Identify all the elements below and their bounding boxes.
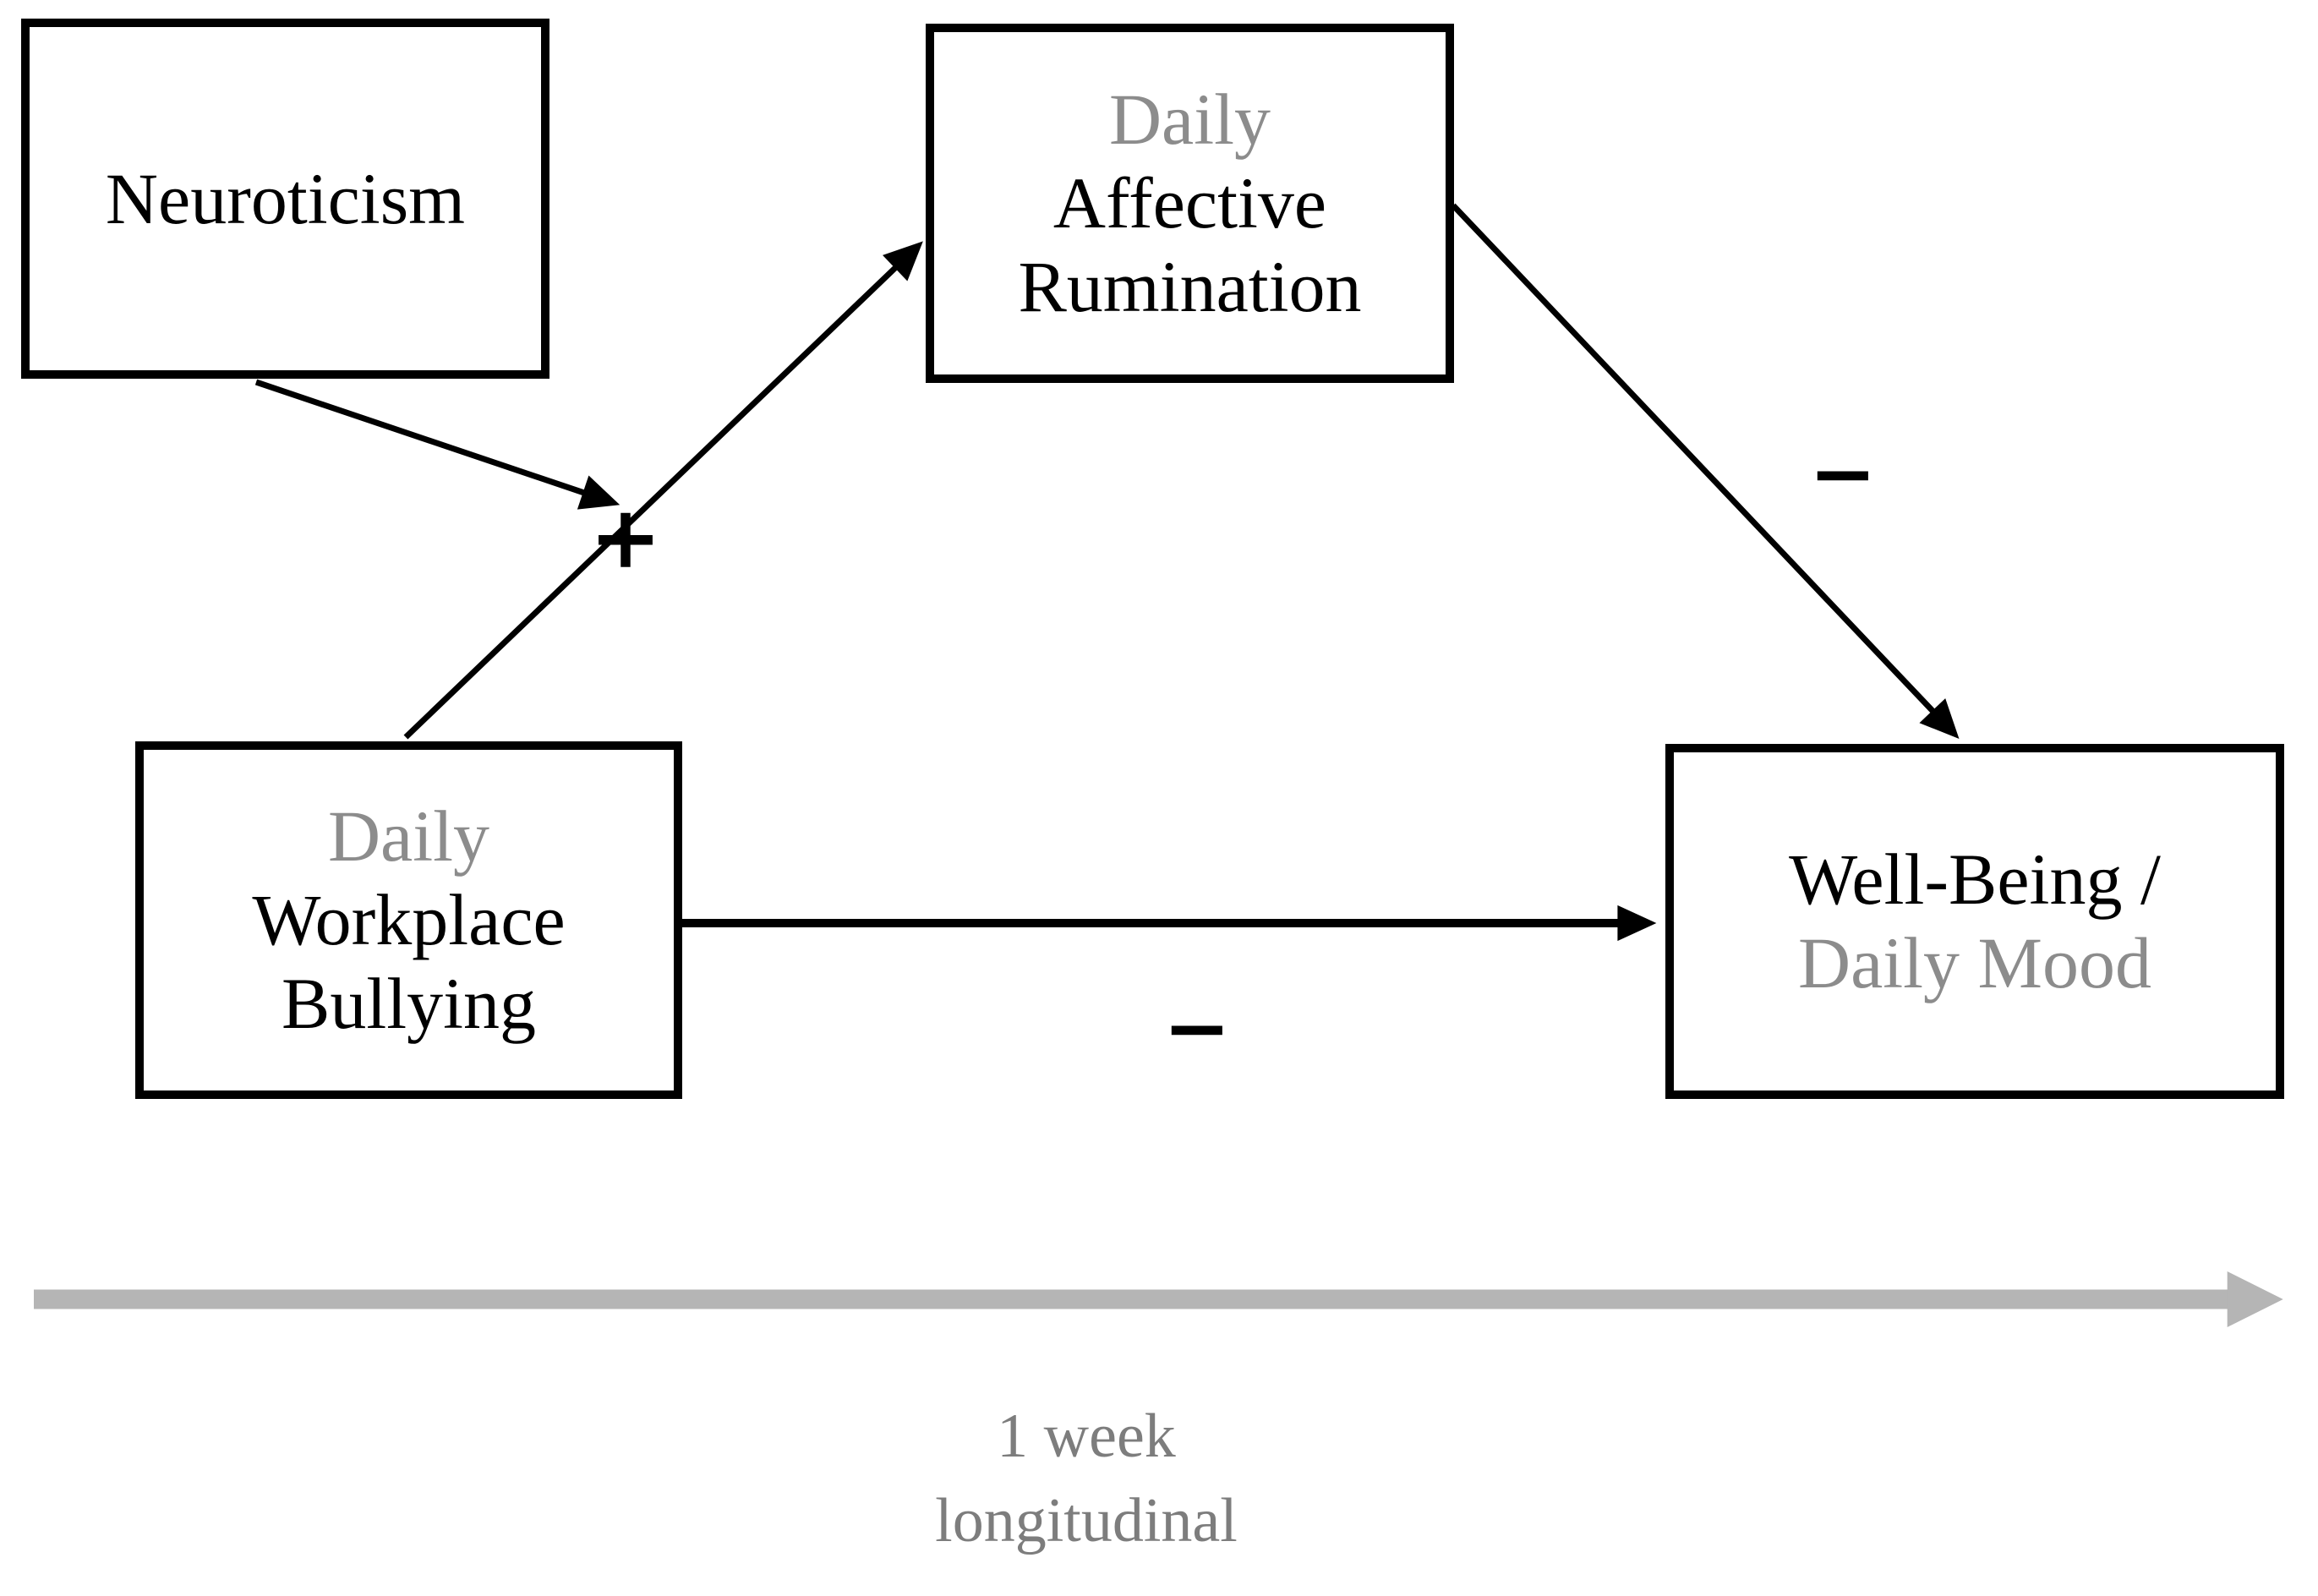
timeline-caption-line2: longitudinal	[935, 1485, 1238, 1555]
node-daily-workplace-bullying: Daily Workplace Bullying	[135, 741, 682, 1099]
node-bullying-line-daily: Daily	[327, 795, 490, 877]
node-rumination-line-affective: Affective	[1052, 162, 1327, 244]
node-bullying-line-workplace: Workplace	[252, 879, 566, 961]
timeline-caption-line1: 1 week	[997, 1402, 1176, 1471]
arrow-rumination-to-wellbeing	[1451, 203, 1960, 740]
edge-sign-minus-rumination-wellbeing: −	[1808, 425, 1878, 521]
node-wellbeing-daily-mood: Well-Being / Daily Mood	[1665, 744, 2284, 1099]
node-neuroticism-label: Neuroticism	[105, 157, 466, 239]
edge-sign-minus-bullying-wellbeing: −	[1162, 980, 1232, 1075]
node-rumination-line-rumination: Rumination	[1018, 245, 1362, 327]
node-wellbeing-line-wellbeing: Well-Being /	[1789, 839, 2161, 921]
arrow-neuroticism-moderation	[254, 379, 621, 510]
edge-sign-plus: +	[589, 487, 662, 588]
node-wellbeing-line-dailymood: Daily Mood	[1797, 922, 2152, 1003]
node-daily-affective-rumination: Daily Affective Rumination	[926, 24, 1454, 383]
node-rumination-line-daily: Daily	[1108, 79, 1271, 161]
timeline-caption: 1 week longitudinal	[935, 1395, 1238, 1564]
node-neuroticism: Neuroticism	[21, 19, 549, 379]
node-bullying-line-bullying: Bullying	[281, 962, 537, 1044]
arrow-bullying-to-rumination	[403, 241, 923, 740]
